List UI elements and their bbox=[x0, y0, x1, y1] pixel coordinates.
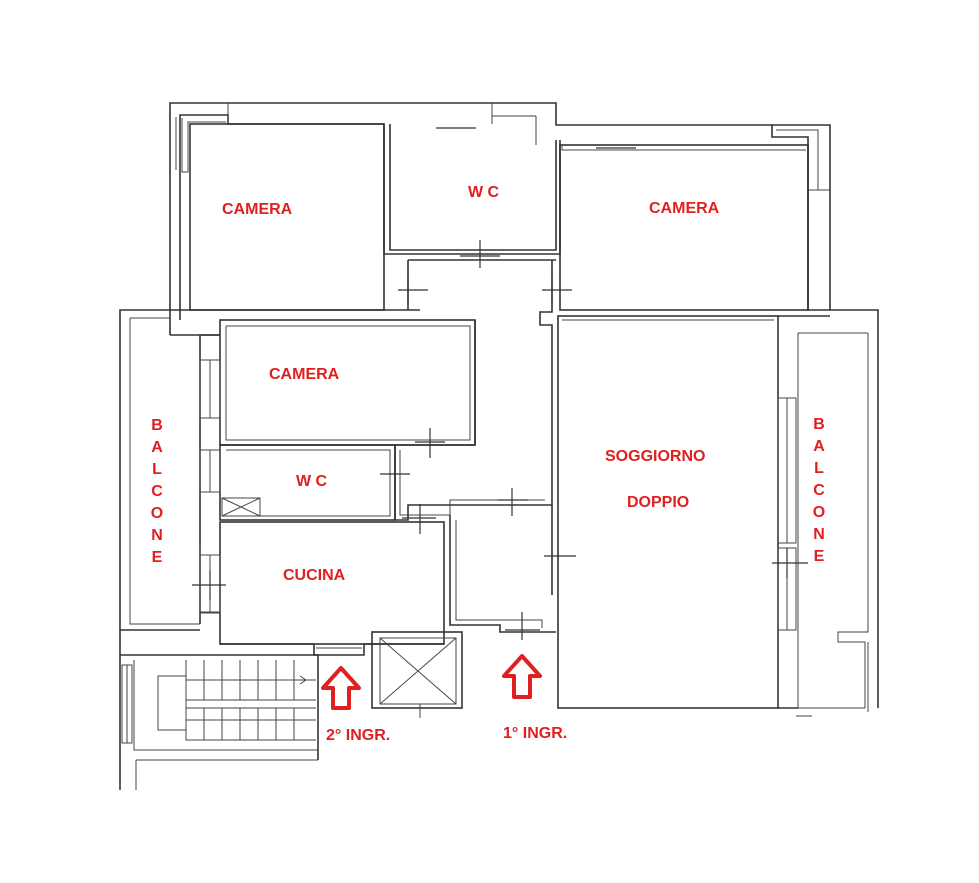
svg-text:B: B bbox=[813, 416, 825, 433]
label-doppio: DOPPIO bbox=[627, 494, 689, 511]
label-camera-top-right: CAMERA bbox=[649, 200, 720, 217]
svg-text:C: C bbox=[151, 483, 163, 500]
label-cucina: CUCINA bbox=[283, 567, 346, 584]
balcone-left-label: B A L C O N E bbox=[151, 417, 163, 566]
label-entrance-1: 1° INGR. bbox=[503, 725, 567, 742]
room-labels: CAMERA W C CAMERA CAMERA W C SOGGIORNO D… bbox=[222, 184, 720, 584]
svg-text:A: A bbox=[813, 438, 825, 455]
arrow-up-icon bbox=[321, 666, 361, 710]
svg-text:B: B bbox=[151, 417, 163, 434]
svg-text:N: N bbox=[813, 526, 825, 543]
label-wc-middle: W C bbox=[296, 473, 328, 490]
svg-text:E: E bbox=[152, 549, 163, 566]
svg-text:L: L bbox=[814, 460, 824, 477]
door-marks bbox=[192, 127, 808, 640]
arrow-up-icon bbox=[502, 654, 542, 699]
label-wc-top: W C bbox=[468, 184, 500, 201]
svg-text:E: E bbox=[814, 548, 825, 565]
svg-text:N: N bbox=[151, 527, 163, 544]
label-camera-top-left: CAMERA bbox=[222, 201, 293, 218]
entrance-2-marker: 2° INGR. bbox=[321, 666, 390, 744]
balcone-right-label: B A L C O N E bbox=[813, 416, 825, 565]
label-entrance-2: 2° INGR. bbox=[326, 727, 390, 744]
svg-text:C: C bbox=[813, 482, 825, 499]
label-soggiorno: SOGGIORNO bbox=[605, 448, 705, 465]
entrance-1-marker: 1° INGR. bbox=[502, 654, 567, 742]
svg-text:O: O bbox=[151, 505, 163, 522]
svg-text:A: A bbox=[151, 439, 163, 456]
svg-text:O: O bbox=[813, 504, 825, 521]
label-camera-middle: CAMERA bbox=[269, 366, 340, 383]
svg-text:L: L bbox=[152, 461, 162, 478]
